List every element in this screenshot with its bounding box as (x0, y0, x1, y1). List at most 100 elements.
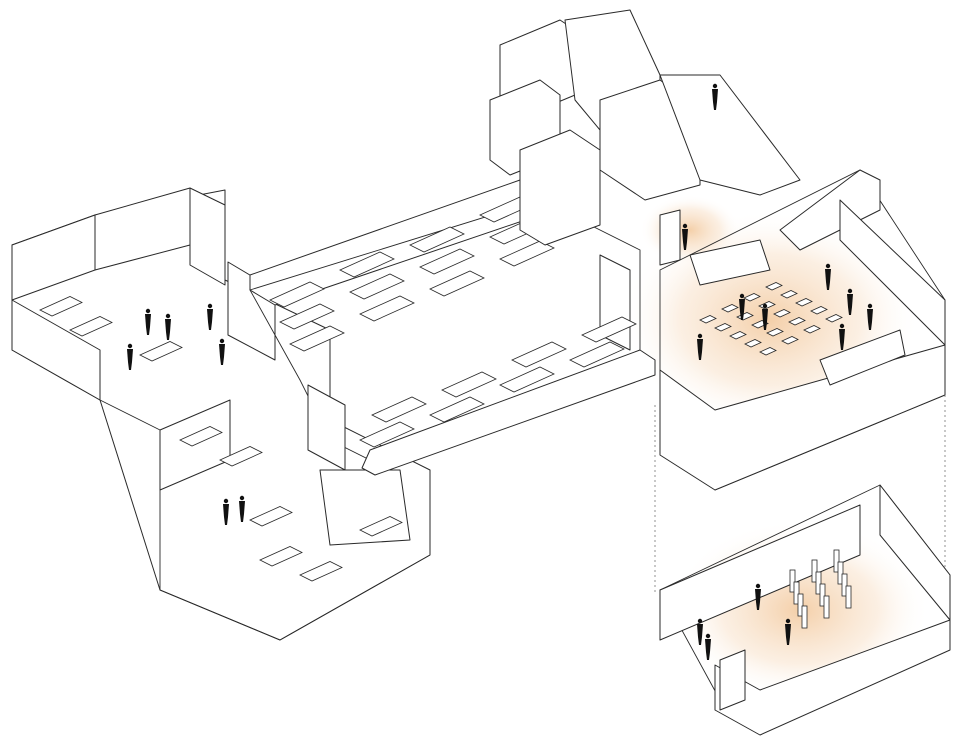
person-body (847, 294, 853, 315)
lecture-seat (729, 331, 747, 340)
central-front-wall (361, 349, 656, 476)
lecture-seat (788, 317, 806, 326)
workstation-desk (371, 396, 427, 423)
office-desk (249, 506, 293, 527)
person-figure (739, 293, 745, 320)
workstation-desk (279, 303, 335, 330)
lecture-hall (659, 169, 946, 491)
person-body (762, 309, 768, 330)
office-desk (359, 516, 403, 537)
person-figure (165, 313, 171, 340)
office-desk (179, 426, 223, 447)
workstation-desk (441, 371, 497, 398)
person-body (239, 501, 245, 522)
person-body (219, 344, 225, 365)
workstation-desk (359, 421, 415, 448)
office-desk (39, 296, 83, 317)
person-figure (762, 303, 768, 330)
lecture-seat (714, 323, 732, 332)
person-body (165, 319, 171, 340)
person-head (239, 495, 245, 501)
lecture-stage (819, 329, 906, 386)
person-figure (785, 618, 791, 645)
person-head (697, 333, 703, 339)
office-desk (139, 341, 183, 362)
person-body (867, 309, 873, 330)
reception-counter (689, 239, 771, 286)
person-head (207, 303, 213, 309)
inset-back-wall (659, 504, 861, 641)
person-figure (219, 338, 225, 365)
person-body (839, 329, 845, 350)
central-bookshelf (307, 384, 346, 471)
display-panel (845, 585, 852, 609)
inset-display-panels (789, 549, 852, 629)
display-panel (793, 581, 800, 605)
person-figure (127, 343, 133, 370)
lecture-seat (744, 339, 762, 348)
lecture-seat (743, 293, 761, 302)
inset-front-wall (714, 619, 951, 736)
person-head (755, 583, 761, 589)
lecture-seat (759, 347, 777, 356)
person-figure (705, 633, 711, 660)
workstation-desk (511, 341, 567, 368)
person-body (739, 299, 745, 320)
display-panel (789, 569, 796, 593)
person-head (847, 288, 853, 294)
workstation-desk (419, 248, 475, 275)
person-head (825, 263, 831, 269)
person-figure (207, 303, 213, 330)
inset-hall (659, 484, 951, 736)
display-panel (797, 593, 804, 617)
inset-door-column (719, 649, 746, 711)
display-panel (833, 549, 840, 573)
left-partition (189, 187, 226, 286)
person-body (712, 89, 718, 110)
display-panel (837, 561, 844, 585)
lecture-seat (699, 315, 717, 324)
workstation-desk (409, 226, 465, 253)
person-head (839, 323, 845, 329)
person-body (145, 314, 151, 335)
lecture-seat (766, 328, 784, 337)
person-figure (697, 333, 703, 360)
person-head (762, 303, 768, 309)
person-body (705, 639, 711, 660)
person-body (755, 589, 761, 610)
display-panel (801, 605, 808, 629)
person-body (127, 349, 133, 370)
display-panel (815, 571, 822, 595)
person-body (682, 229, 688, 250)
person-head (127, 343, 133, 349)
person-figure (839, 323, 845, 350)
person-figure (867, 303, 873, 330)
office-desk (259, 546, 303, 567)
lecture-seat (773, 309, 791, 318)
person-figure (755, 583, 761, 610)
lecture-seat (721, 304, 739, 313)
person-figure (712, 83, 718, 110)
workstation-desk (429, 396, 485, 423)
person-body (697, 339, 703, 360)
workstation-desk (339, 251, 395, 278)
lecture-hall-back-wall (779, 169, 881, 251)
person-figure (847, 288, 853, 315)
workstation-desk (269, 281, 325, 308)
lecture-seat (825, 314, 843, 323)
workstation-desk (499, 366, 555, 393)
left-wing-edge (99, 399, 431, 641)
office-desk (69, 316, 113, 337)
upper-room-c (519, 129, 601, 246)
display-panel (823, 595, 830, 619)
people-figures (127, 83, 873, 660)
person-head (682, 223, 688, 229)
person-head (219, 338, 225, 344)
person-head (712, 83, 718, 89)
person-figure (697, 618, 703, 645)
lecture-seat (781, 336, 799, 345)
lecture-seat (795, 298, 813, 307)
central-back-wall (249, 179, 541, 306)
lecture-seat (810, 306, 828, 315)
